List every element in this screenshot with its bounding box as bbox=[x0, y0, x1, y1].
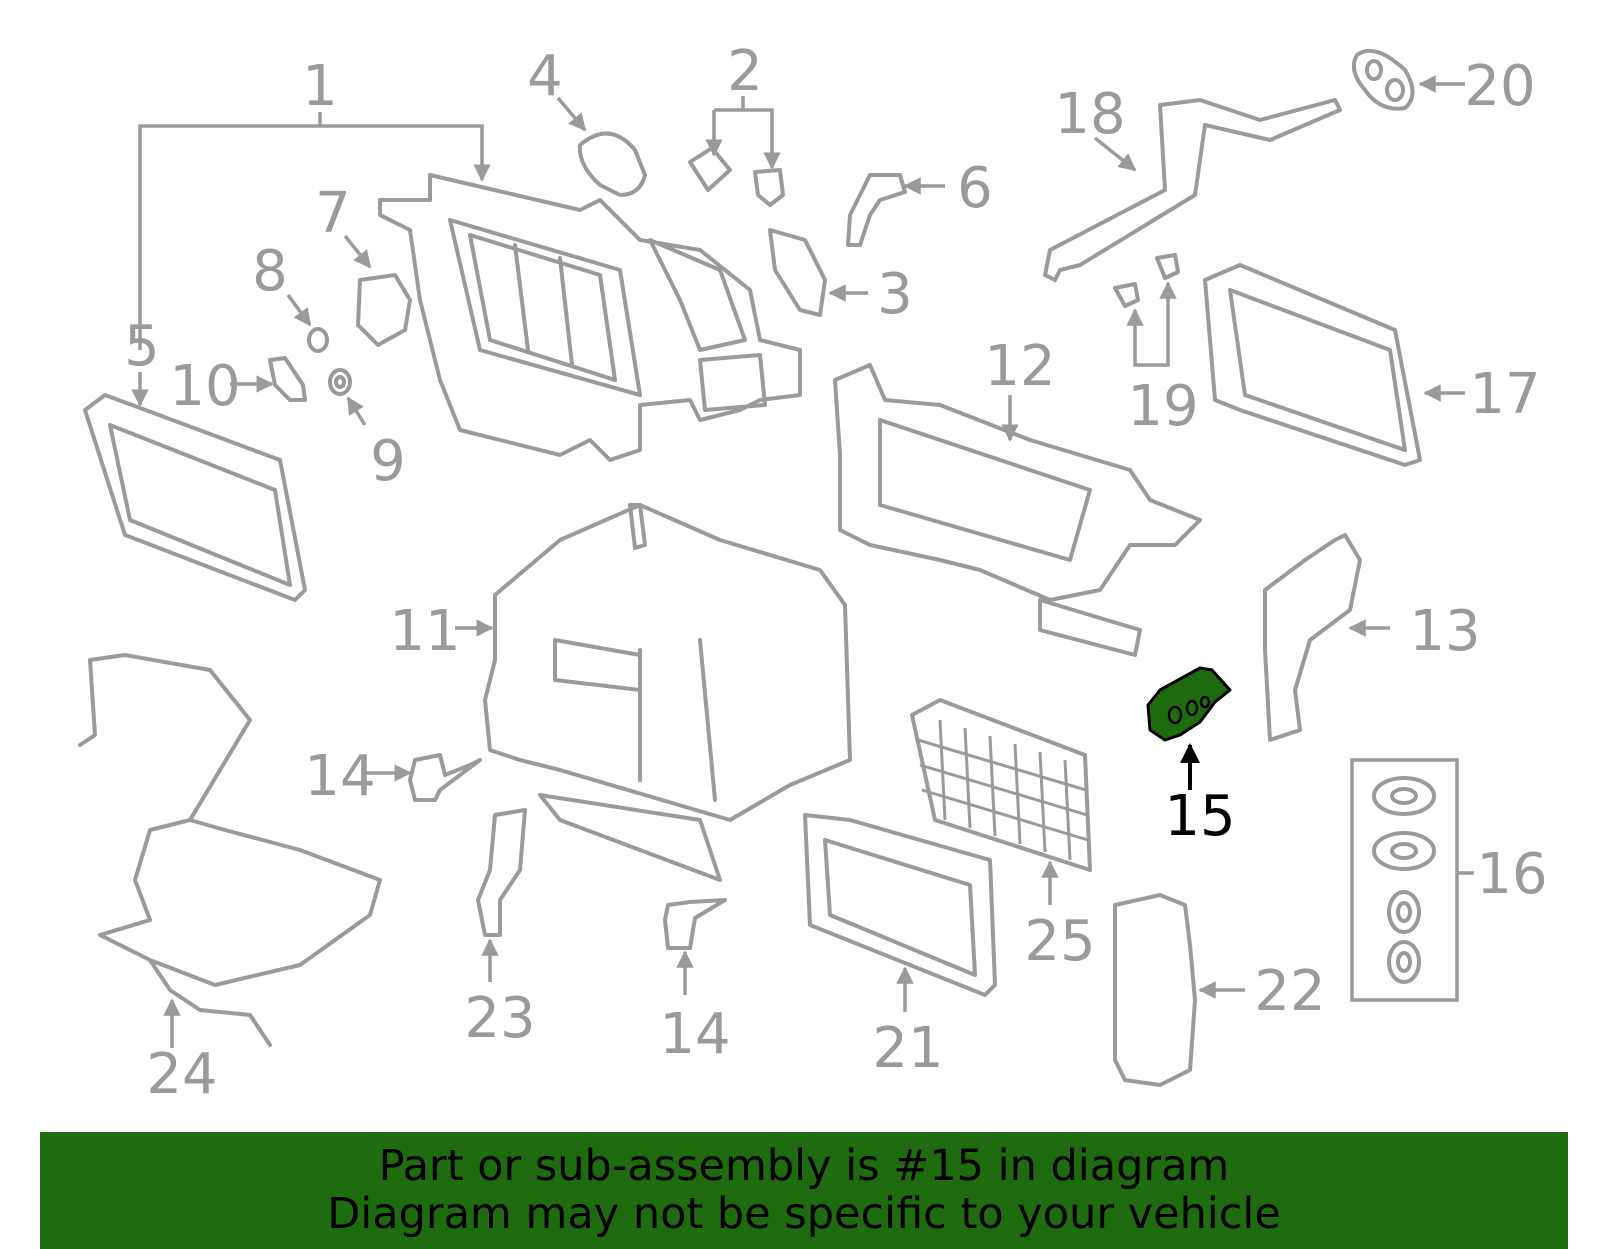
part-22-duct bbox=[1113, 893, 1197, 1087]
part-16-seal-kit bbox=[1350, 758, 1459, 1002]
leader-19a bbox=[1126, 308, 1160, 367]
callout-19: 19 bbox=[1127, 374, 1198, 439]
part-8-o-ring bbox=[307, 327, 329, 353]
part-24-wiring-harness bbox=[78, 653, 382, 1047]
part-23-sensor bbox=[476, 808, 527, 937]
callout-10: 10 bbox=[169, 354, 240, 419]
leader-2b bbox=[714, 108, 781, 170]
callout-22: 22 bbox=[1254, 959, 1325, 1024]
part-18-pipes bbox=[1043, 98, 1342, 282]
part-4-actuator bbox=[577, 131, 647, 197]
callout-5: 5 bbox=[124, 314, 160, 379]
leader-18 bbox=[1093, 136, 1137, 172]
leader-8 bbox=[286, 293, 312, 327]
leader-9 bbox=[346, 396, 367, 426]
callout-25: 25 bbox=[1024, 909, 1095, 974]
callout-23: 23 bbox=[464, 986, 535, 1051]
leader-7 bbox=[343, 234, 372, 269]
callout-17: 17 bbox=[1469, 362, 1540, 427]
part-11-lower-case bbox=[483, 503, 852, 882]
callout-14-upper: 14 bbox=[304, 744, 375, 809]
part-15-actuator-highlighted bbox=[1146, 666, 1232, 742]
part-14-actuator-upper bbox=[408, 753, 482, 802]
callout-8: 8 bbox=[252, 239, 288, 304]
callout-12: 12 bbox=[984, 334, 1055, 399]
callout-7: 7 bbox=[315, 181, 351, 246]
callout-15: 15 bbox=[1164, 784, 1235, 849]
callout-1: 1 bbox=[302, 54, 338, 119]
part-10-clip bbox=[268, 356, 307, 402]
info-banner: Part or sub-assembly is #15 in diagram D… bbox=[40, 1132, 1568, 1249]
leader-1 bbox=[138, 124, 491, 350]
part-20-gasket bbox=[1351, 49, 1415, 111]
part-21-filter-frame bbox=[803, 813, 997, 997]
part-7-expansion-valve bbox=[356, 273, 412, 347]
callout-6: 6 bbox=[957, 156, 993, 221]
part-6-connector bbox=[846, 173, 907, 247]
callout-14-lower: 14 bbox=[659, 1002, 730, 1067]
part-13-duct bbox=[1263, 533, 1362, 742]
callout-11: 11 bbox=[389, 599, 460, 664]
callout-3: 3 bbox=[877, 262, 913, 327]
part-3-bracket bbox=[768, 228, 827, 317]
part-1-upper-housing bbox=[378, 173, 802, 462]
part-12-blower-case bbox=[833, 363, 1202, 657]
callout-13: 13 bbox=[1409, 599, 1480, 664]
callout-21: 21 bbox=[872, 1016, 943, 1081]
callout-16: 16 bbox=[1476, 842, 1547, 907]
callout-4: 4 bbox=[527, 44, 563, 109]
part-9-seal bbox=[328, 368, 352, 396]
part-2-sensors bbox=[688, 146, 785, 207]
part-14-actuator-lower bbox=[663, 898, 727, 950]
banner-line-1: Part or sub-assembly is #15 in diagram bbox=[378, 1141, 1230, 1191]
part-19-fasteners bbox=[1113, 253, 1180, 308]
callout-9: 9 bbox=[370, 429, 406, 494]
leader-19b bbox=[1159, 281, 1177, 367]
part-25-cabin-filter bbox=[910, 698, 1092, 872]
callout-20: 20 bbox=[1464, 54, 1535, 119]
part-5-evaporator bbox=[83, 393, 307, 602]
callout-2: 2 bbox=[727, 39, 763, 104]
callout-24: 24 bbox=[146, 1042, 217, 1107]
callout-18: 18 bbox=[1054, 82, 1125, 147]
banner-line-2: Diagram may not be specific to your vehi… bbox=[327, 1189, 1281, 1239]
part-17-heater-core bbox=[1203, 263, 1422, 467]
leader-4 bbox=[556, 96, 587, 132]
